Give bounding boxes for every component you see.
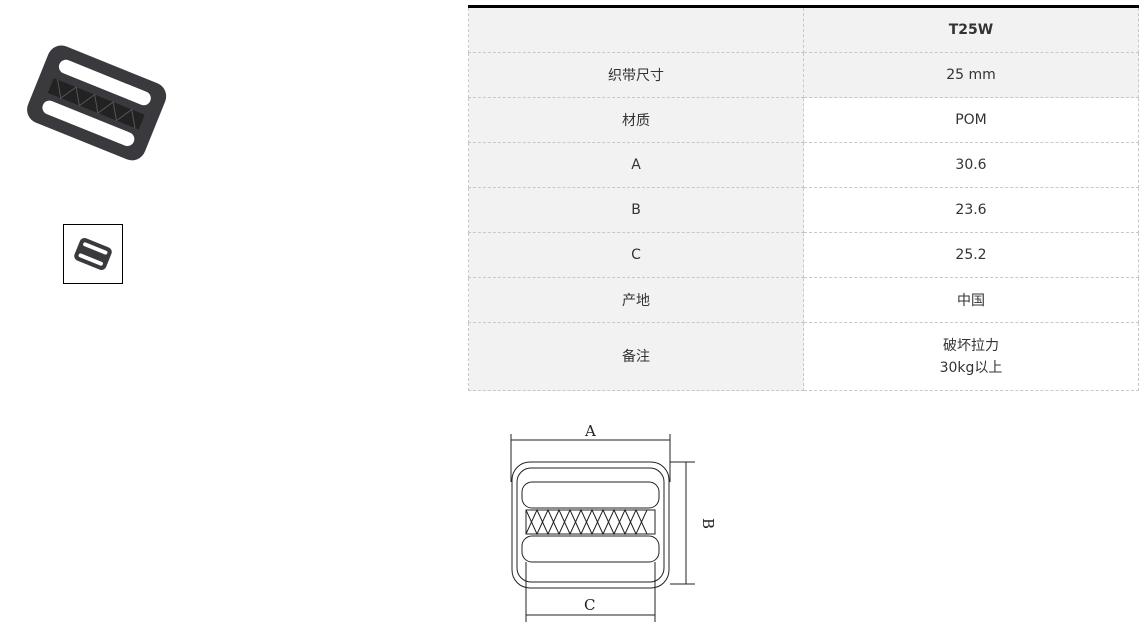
row-value: 中国 — [803, 277, 1139, 323]
table-row: A 30.6 — [468, 142, 1139, 188]
product-thumbnail[interactable] — [63, 224, 123, 284]
row-value: 23.6 — [803, 187, 1139, 233]
row-value: 30.6 — [803, 142, 1139, 188]
row-label: C — [468, 232, 804, 278]
table-header-row: T25W — [468, 6, 1139, 53]
row-label: 材质 — [468, 97, 804, 143]
row-label: 备注 — [468, 322, 804, 391]
header-label-cell — [468, 6, 804, 53]
row-label: A — [468, 142, 804, 188]
product-photo — [22, 40, 172, 165]
note-line-1: 破坏拉力 — [943, 337, 999, 354]
spec-table: T25W 织带尺寸 25 mm 材质 POM A 30.6 B 23.6 C 2… — [468, 5, 1139, 391]
dimension-diagram: A B C — [510, 422, 717, 622]
table-row: 备注 破坏拉力 30kg以上 — [468, 322, 1139, 391]
row-value: 25 mm — [803, 52, 1139, 98]
row-label: B — [468, 187, 804, 233]
dimension-label-a: A — [584, 422, 596, 440]
table-row: C 25.2 — [468, 232, 1139, 278]
row-value: 破坏拉力 30kg以上 — [803, 322, 1139, 391]
table-row: 织带尺寸 25 mm — [468, 52, 1139, 98]
row-label: 织带尺寸 — [468, 52, 804, 98]
dimension-label-c: C — [584, 596, 595, 614]
table-row: B 23.6 — [468, 187, 1139, 233]
row-value: POM — [803, 97, 1139, 143]
row-label: 产地 — [468, 277, 804, 323]
table-row: 产地 中国 — [468, 277, 1139, 323]
dimension-label-b: B — [699, 518, 717, 529]
note-line-2: 30kg以上 — [939, 359, 1003, 376]
table-row: 材质 POM — [468, 97, 1139, 143]
header-model-cell: T25W — [803, 6, 1139, 53]
row-value: 25.2 — [803, 232, 1139, 278]
